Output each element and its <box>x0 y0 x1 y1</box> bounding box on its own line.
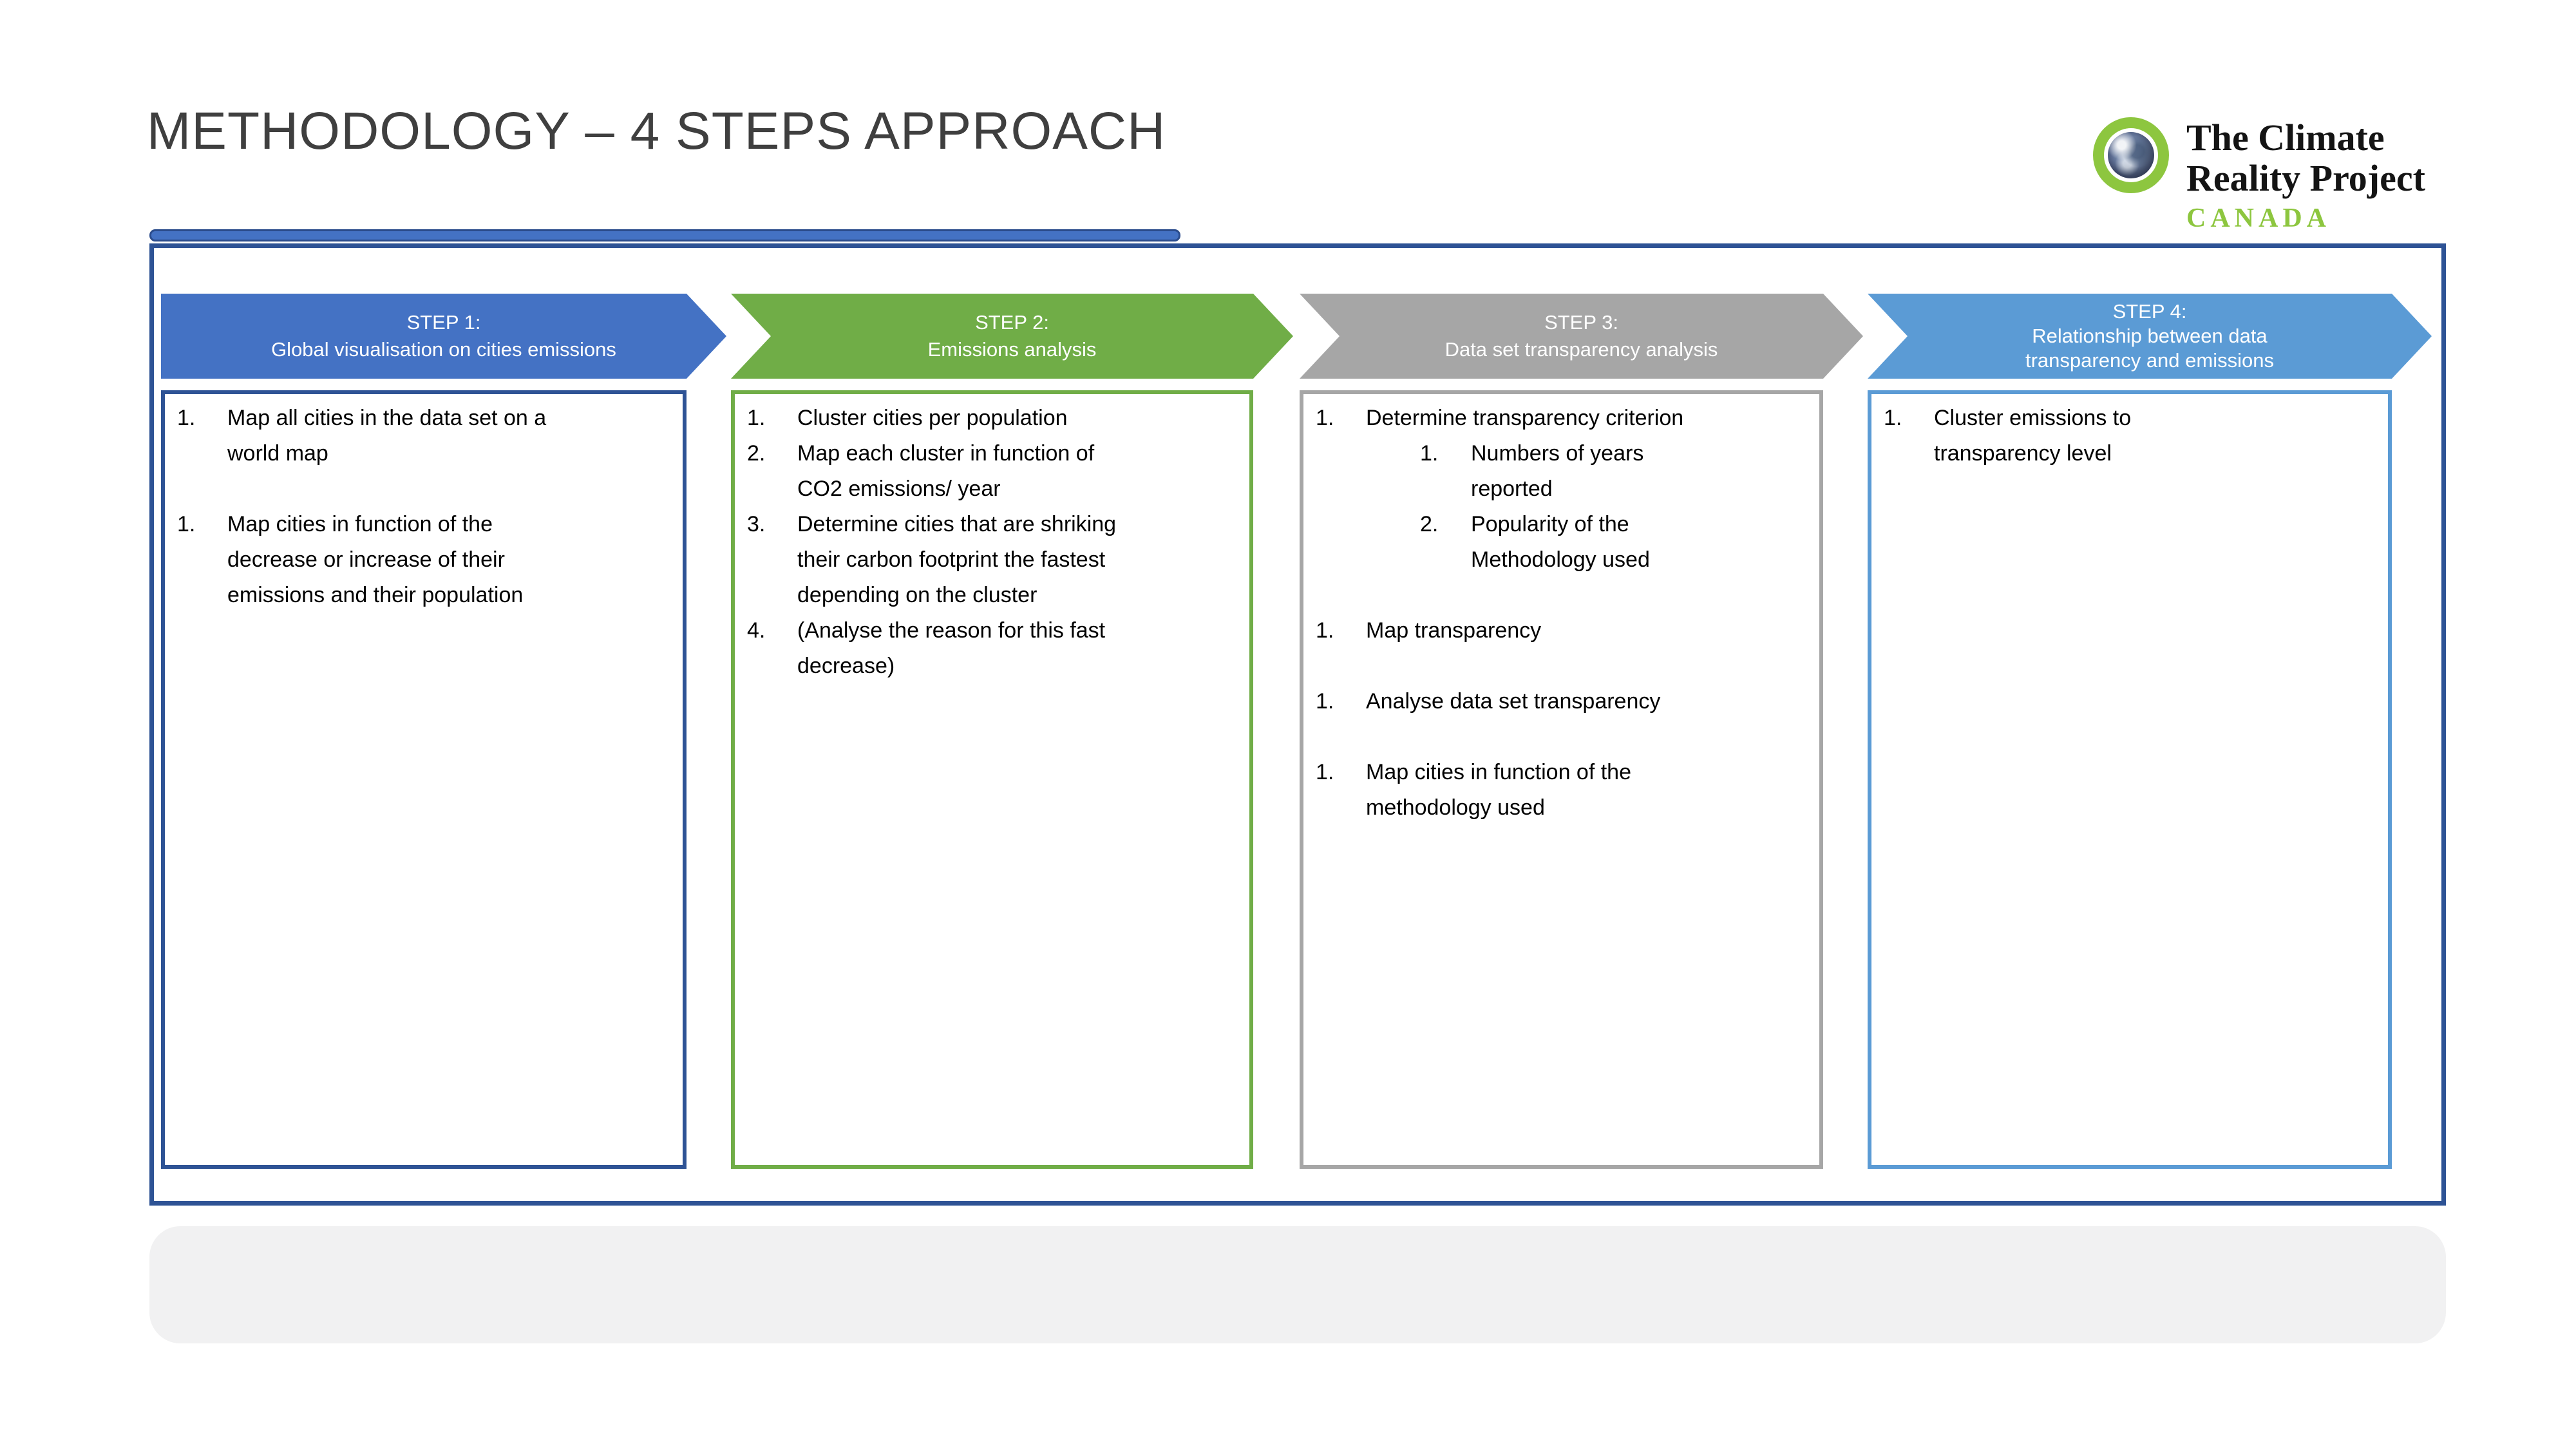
list-item-text: Determine transparency criterion <box>1366 406 1684 430</box>
list-item: 1. Numbers of years reported <box>1420 436 1806 507</box>
list-item-text: Map all cities in the data set on a worl… <box>227 406 547 466</box>
list-item: 1. Cluster cities per population <box>747 401 1236 436</box>
list-item-number: 1. <box>1316 406 1334 430</box>
logo-text-line1: The Climate <box>2186 117 2385 158</box>
list-item-number: 2. <box>1420 512 1439 536</box>
list-item-text: Popularity of the Methodology used <box>1471 512 1650 572</box>
step-4-subtitle: Relationship between data transparency a… <box>2025 325 2274 372</box>
list-item-number: 3. <box>747 512 766 536</box>
list-item-text: Map each cluster in function of CO2 emis… <box>797 441 1095 501</box>
step-1-box: 1. Map all cities in the data set on a wo… <box>161 390 687 1169</box>
step-2-arrow: STEP 2: Emissions analysis <box>731 294 1293 379</box>
list-item-number: 1. <box>1316 689 1334 714</box>
list-spacer <box>1316 719 1806 755</box>
list-item: 1. Analyse data set transparency <box>1316 684 1806 719</box>
list-spacer <box>177 471 670 507</box>
step-3-arrow: STEP 3: Data set transparency analysis <box>1300 294 1863 379</box>
list-item: 4. (Analyse the reason for this fast decr… <box>747 613 1236 684</box>
list-item-number: 1. <box>177 512 196 536</box>
earth-image <box>2108 132 2154 178</box>
list-item: 1. Determine transparency criterion <box>1316 401 1806 436</box>
list-item-number: 1. <box>747 406 766 430</box>
step-4-arrow: STEP 4:Relationship between data transpa… <box>1868 294 2432 379</box>
step-1-label: STEP 1: <box>406 311 481 334</box>
list-item-text: (Analyse the reason for this fast decrea… <box>797 618 1106 678</box>
earth-globe-icon <box>2093 117 2169 193</box>
list-item: 3. Determine cities that are shriking the… <box>747 507 1236 613</box>
list-item-text: Map cities in function of the decrease o… <box>227 512 524 607</box>
content-frame: STEP 1: Global visualisation on cities em… <box>149 243 2446 1206</box>
list-item: 1. Cluster emissions to transparency leve… <box>1884 401 2375 471</box>
list-item-number: 1. <box>177 406 196 430</box>
list-item-number: 1. <box>1884 406 1902 430</box>
list-item-text: Determine cities that are shriking their… <box>797 512 1117 607</box>
list-item-number: 1. <box>1316 760 1334 784</box>
climate-reality-logo: The Climate Reality Project CANADA <box>2093 117 2425 232</box>
list-item: 2. Popularity of the Methodology used <box>1420 507 1806 578</box>
list-item-number: 1. <box>1420 441 1439 466</box>
list-item: 1. Map all cities in the data set on a wo… <box>177 401 670 471</box>
title-underline-bar <box>149 229 1180 242</box>
list-item-text: Map cities in function of the methodolog… <box>1366 760 1632 820</box>
list-spacer <box>1316 649 1806 684</box>
list-item-text: Map transparency <box>1366 618 1542 643</box>
step-2-box: 1. Cluster cities per population 2. Map eac… <box>731 390 1253 1169</box>
list-item: 1. Map transparency <box>1316 613 1806 649</box>
list-item-number: 1. <box>1316 618 1334 643</box>
list-spacer <box>1316 578 1806 613</box>
list-item-text: Analyse data set transparency <box>1366 689 1661 714</box>
list-item: 1. Map cities in function of the methodol… <box>1316 755 1806 826</box>
logo-text: The Climate Reality Project CANADA <box>2186 117 2425 232</box>
step-1-subtitle: Global visualisation on cities emissions <box>271 338 616 361</box>
list-item-number: 2. <box>747 441 766 466</box>
footer-placeholder <box>149 1226 2446 1343</box>
list-item-number: 4. <box>747 618 766 643</box>
list-item-text: Cluster emissions to transparency level <box>1934 406 2132 466</box>
step-3-label: STEP 3: <box>1544 311 1618 334</box>
page-title: METHODOLOGY – 4 STEPS APPROACH <box>147 102 1166 160</box>
step-4-label: STEP 4: <box>2112 300 2187 323</box>
list-item: 1. Map cities in function of the decrease… <box>177 507 670 613</box>
step-4-box: 1. Cluster emissions to transparency leve… <box>1868 390 2392 1169</box>
step-2-label: STEP 2: <box>975 311 1049 334</box>
logo-country: CANADA <box>2186 204 2331 233</box>
list-item-text: Cluster cities per population <box>797 406 1068 430</box>
step-1-arrow: STEP 1: Global visualisation on cities em… <box>161 294 726 379</box>
step-2-subtitle: Emissions analysis <box>927 338 1097 361</box>
step-3-box: 1. Determine transparency criterion 1. Numb… <box>1300 390 1823 1169</box>
list-item: 2. Map each cluster in function of CO2 em… <box>747 436 1236 507</box>
list-item-text: Numbers of years reported <box>1471 441 1644 501</box>
step-3-subtitle: Data set transparency analysis <box>1444 338 1718 361</box>
logo-text-line2: Reality Project <box>2186 157 2425 199</box>
